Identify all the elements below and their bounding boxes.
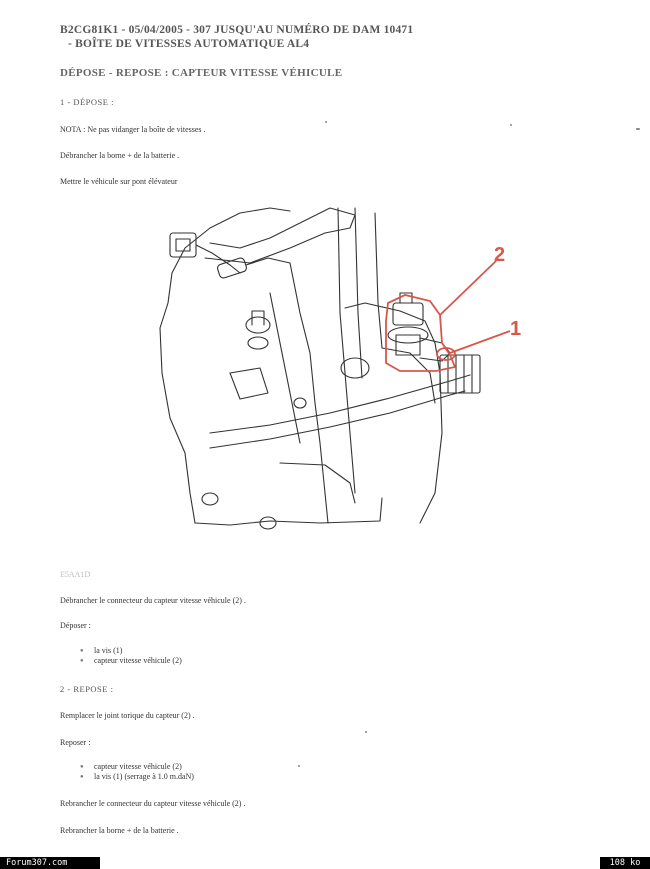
bolt-washer: [247, 336, 269, 350]
connector-block-left: [169, 232, 197, 258]
page-title: DÉPOSE - REPOSE : CAPTEUR VITESSE VÉHICU…: [60, 67, 343, 79]
reposer-list: capteur vitesse véhicule (2) la vis (1) …: [80, 762, 194, 782]
cable-clip: [217, 257, 247, 279]
sensor-top: [392, 302, 424, 326]
boss-center: [340, 357, 370, 379]
output-shaft: [439, 354, 481, 394]
highlight-group: [385, 260, 511, 372]
screw-highlight-outline: [436, 347, 456, 361]
figure-caption: E5AA1D: [60, 570, 91, 579]
list-item: la vis (1) (serrage à 1.0 m.daN): [80, 772, 194, 782]
housing-right: [344, 302, 443, 524]
header-line-1: B2CG81K1 - 05/04/2005 - 307 JUSQU'AU NUM…: [60, 24, 414, 36]
rib-lower: [279, 462, 356, 504]
housing-outline-bottom: [194, 497, 383, 526]
scan-speck: [298, 765, 300, 767]
scan-speck: [510, 124, 512, 126]
bolt-head: [245, 316, 271, 334]
deposer-label: Déposer :: [60, 621, 91, 630]
repose-step-1: Remplacer le joint torique du capteur (2…: [60, 711, 195, 720]
housing-right-inner: [381, 347, 436, 404]
callout-label-2: 2: [494, 244, 505, 266]
depose-step-1: Débrancher la borne + de la batterie .: [60, 151, 180, 160]
depose-step-2: Mettre le véhicule sur pont élévateur: [60, 177, 178, 186]
member-vertical-4: [289, 262, 329, 524]
depose-heading: 1 - DÉPOSE :: [60, 97, 114, 107]
repose-heading: 2 - REPOSE :: [60, 684, 114, 694]
bolt-small: [293, 397, 307, 409]
member-vertical-2: [354, 207, 363, 379]
depose-step-3: Débrancher le connecteur du capteur vite…: [60, 596, 246, 605]
bracket-lower: [229, 367, 269, 400]
header-line-2: - BOÎTE DE VITESSES AUTOMATIQUE AL4: [68, 38, 310, 50]
list-item: la vis (1): [80, 646, 182, 656]
footer-site-badge: Forum307.com: [0, 857, 100, 869]
nota-text: NOTA : Ne pas vidanger la boîte de vites…: [60, 125, 206, 134]
scan-speck: [325, 121, 327, 123]
reposer-label: Reposer :: [60, 738, 91, 747]
sensor-flange: [387, 326, 429, 344]
sensor-highlight-outline: [385, 294, 457, 372]
bolt-lower-left: [201, 492, 219, 506]
shaft-splines: [447, 354, 473, 394]
leader-line-2: [439, 260, 497, 316]
list-item: capteur vitesse véhicule (2): [80, 762, 194, 772]
footer-size-badge: 108 ko: [600, 857, 650, 869]
scan-speck: [365, 731, 367, 733]
bolt-stem: [251, 310, 265, 326]
callout-label-1: 1: [510, 318, 521, 340]
scan-speck: [636, 128, 640, 130]
deposer-list: la vis (1) capteur vitesse véhicule (2): [80, 646, 182, 666]
repose-step-3: Rebrancher la borne + de la batterie .: [60, 826, 179, 835]
housing-outline-left: [159, 327, 196, 524]
housing-outline-top: [159, 207, 291, 329]
leader-line-1: [449, 330, 511, 354]
sensor-body: [395, 334, 421, 356]
list-item: capteur vitesse véhicule (2): [80, 656, 182, 666]
member-vertical-3: [374, 212, 383, 349]
member-vertical-1: [337, 207, 356, 494]
gearbox-sensor-diagram: 2 1: [159, 207, 521, 530]
repose-step-2: Rebrancher le connecteur du capteur vite…: [60, 799, 246, 808]
plate-edge-bottom: [209, 390, 466, 449]
bracket-upper: [204, 207, 356, 264]
plate-edge-top: [209, 374, 471, 434]
connector-block-inner: [175, 238, 191, 252]
member-vertical-5: [269, 292, 301, 444]
cable-mid: [245, 257, 291, 266]
bolt-lower-mid: [259, 516, 277, 530]
cable-left: [195, 244, 241, 274]
